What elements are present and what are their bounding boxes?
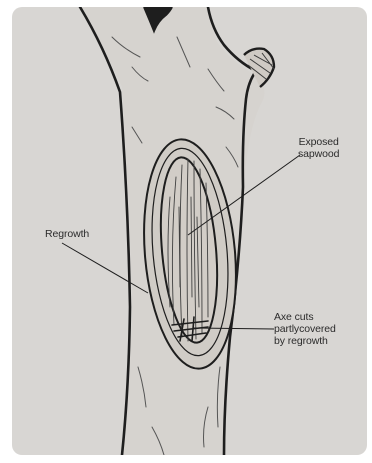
exposed-sapwood-label: Exposed sapwood bbox=[298, 136, 339, 160]
illustration-panel: Exposed sapwood Regrowth Axe cuts partly… bbox=[12, 7, 367, 455]
regrowth-label: Regrowth bbox=[45, 228, 89, 240]
axe-cuts-label: Axe cuts partlycovered by regrowth bbox=[274, 311, 336, 347]
